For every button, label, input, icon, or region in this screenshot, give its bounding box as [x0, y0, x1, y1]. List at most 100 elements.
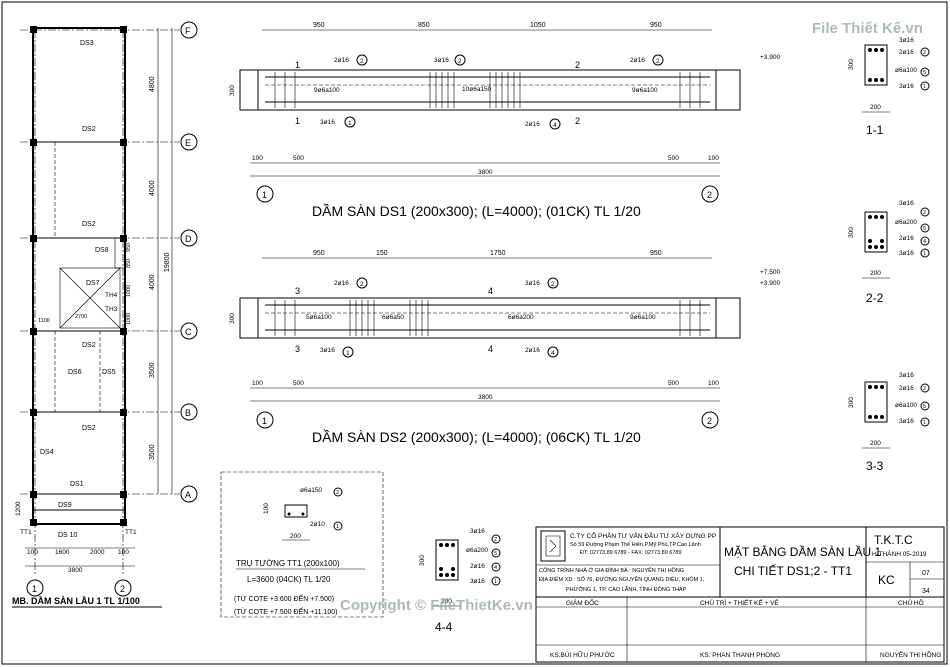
tt1-dim: 100 — [263, 503, 270, 514]
mark-number: 2 — [494, 537, 497, 543]
section-3-3: 3ø16 2ø16 ø6a100 3ø16 2 5 1 300 200 3-3 — [848, 372, 930, 473]
ds2-dim: 500 — [293, 380, 304, 387]
ds1-dim: 950 — [650, 22, 662, 29]
plan-dim: 1600 — [55, 549, 70, 556]
ds2-dim: 500 — [668, 380, 679, 387]
tb-code: T.K.T.C — [874, 533, 913, 547]
plan-label: TT1 — [20, 529, 32, 536]
mark-number: 2 — [336, 490, 339, 496]
rebar-label: ø6a200 — [466, 547, 488, 554]
tb-location: ĐỊA ĐIỂM XD : SỐ 76, ĐƯỜNG NGUYỄN QUANG … — [539, 575, 705, 583]
ds1-dim: 100 — [708, 155, 719, 162]
section-title: 3-3 — [866, 459, 884, 473]
rebar-label: 5ø6a100 — [306, 314, 332, 321]
tb-role: GIÁM ĐỐC — [566, 597, 599, 607]
ds1-dim: 500 — [668, 155, 679, 162]
axis-label: 2 — [707, 416, 712, 426]
tb-location: PHƯỜNG 1, TP. CAO LÃNH, TỈNH ĐỒNG THÁP — [566, 586, 687, 593]
rebar-label: 10ø6a150 — [462, 86, 492, 93]
plan-dim: 100 — [27, 549, 38, 556]
rebar-label: ø6a100 — [895, 402, 917, 409]
plan-small-dim: 1100 — [38, 318, 50, 324]
plan-small-dim: 850 — [126, 259, 132, 268]
plan-dim: 4000 — [149, 180, 156, 196]
elevation: +3.900 — [760, 54, 780, 61]
mark-number: 4 — [551, 350, 555, 357]
tb-role: CHỦ TRÌ + THIẾT KẾ + VẼ — [700, 597, 779, 607]
mark-number: 2 — [360, 281, 364, 288]
plan-label: DS3 — [80, 40, 94, 47]
ds2-dim: 100 — [252, 380, 263, 387]
ds1-dim: 3800 — [478, 169, 493, 176]
beam-ds2: 950 150 1750 950 3 3 4 4 2ø16 3ø16 5ø6a1… — [229, 250, 780, 445]
mark-number: 5 — [923, 404, 926, 410]
ds1-title: DẦM SÀN DS1 (200x300); (L=4000); (01CK) … — [312, 203, 641, 219]
section-mark: 4 — [488, 286, 493, 296]
plan-dim: 3500 — [149, 444, 156, 460]
mark-number: 1 — [336, 524, 339, 530]
tb-drawing-title: CHI TIẾT DS1;2 - TT1 — [734, 563, 852, 578]
plan-small-dim: 1000 — [126, 285, 132, 297]
section-title: 2-2 — [866, 291, 884, 305]
axis-label: E — [185, 138, 191, 148]
tb-company: C.TY CỔ PHẦN TƯ VẤN ĐẦU TƯ XÂY DỰNG PP — [570, 530, 716, 540]
tb-name: KS. PHAN THANH PHONG — [700, 652, 780, 659]
mark-number: 5 — [923, 70, 926, 76]
beam-height: 300 — [229, 85, 236, 96]
rebar-label: 2ø10 — [310, 521, 325, 528]
rebar-label: 6ø6a50 — [382, 314, 404, 321]
rebar-label: 2ø16 — [630, 57, 645, 64]
rebar-label: 3ø16 — [899, 250, 914, 257]
rebar-label: 3ø16 — [320, 347, 335, 354]
section-width: 200 — [870, 104, 881, 111]
plan-dim: 3500 — [149, 362, 156, 378]
tb-sheet: 07 — [922, 570, 930, 577]
ds2-dim: 950 — [650, 250, 662, 257]
tb-date: H/THÀNH 05-2019 — [872, 549, 927, 558]
axis-label: 1 — [32, 584, 37, 594]
section-mark: 2 — [575, 60, 580, 70]
mark-number: 2 — [923, 50, 926, 56]
tt1-note: (TỪ COTE +3.600 ĐẾN +7.500) — [234, 593, 334, 603]
rebar-label: 9ø6a100 — [630, 314, 656, 321]
plan-dim: 1200 — [15, 501, 22, 516]
section-mark: 4 — [488, 344, 493, 354]
plan-label: DS6 — [68, 369, 82, 376]
rebar-label: 3ø16 — [899, 372, 914, 379]
rebar-label: 3ø16 — [434, 57, 449, 64]
mark-number: 1 — [348, 120, 352, 127]
axis-label: D — [185, 234, 192, 244]
section-mark: 3 — [295, 344, 300, 354]
section-title: 1-1 — [866, 123, 884, 137]
section-1-1: 3ø16 2ø16 ø6a100 3ø16 2 5 1 300 200 1-1 — [848, 37, 930, 137]
section-mark: 1 — [295, 116, 300, 126]
mark-number: 5 — [923, 226, 926, 232]
tt1-dim: 200 — [290, 533, 301, 540]
plan-title: MB. DẦM SÀN LẦU 1 TL 1/100 — [12, 596, 140, 606]
plan-dim: 4800 — [149, 76, 156, 92]
elevation: +3.900 — [760, 280, 780, 287]
section-height: 300 — [848, 227, 855, 238]
plan-dim: 2000 — [90, 549, 105, 556]
plan-label: DS1 — [70, 481, 84, 488]
rebar-label: 3ø16 — [525, 280, 540, 287]
ds1-dim: 1050 — [530, 22, 546, 29]
ds1-dim: 500 — [293, 155, 304, 162]
rebar-label: 3ø16 — [899, 37, 914, 44]
rebar-label: 2ø16 — [899, 385, 914, 392]
mark-number: 2 — [656, 58, 660, 65]
tb-total: 34 — [922, 588, 930, 595]
rebar-label: 2ø16 — [899, 235, 914, 242]
watermark-copyright: Copyright © FileThietKe.vn — [340, 597, 533, 614]
axis-label: F — [185, 26, 191, 36]
tb-kc: KC — [878, 573, 895, 587]
rebar-label: 2ø16 — [899, 49, 914, 56]
rebar-label: 3ø16 — [470, 578, 485, 585]
floor-plan: DS3 DS2 DS2 DS8 DS7 TH4 TH3 DS2 DS6 DS5 … — [12, 21, 198, 608]
mark-number: 1 — [923, 84, 926, 90]
mark-number: 4 — [553, 122, 557, 129]
rebar-label: 3ø16 — [899, 200, 914, 207]
section-width: 200 — [441, 598, 452, 605]
